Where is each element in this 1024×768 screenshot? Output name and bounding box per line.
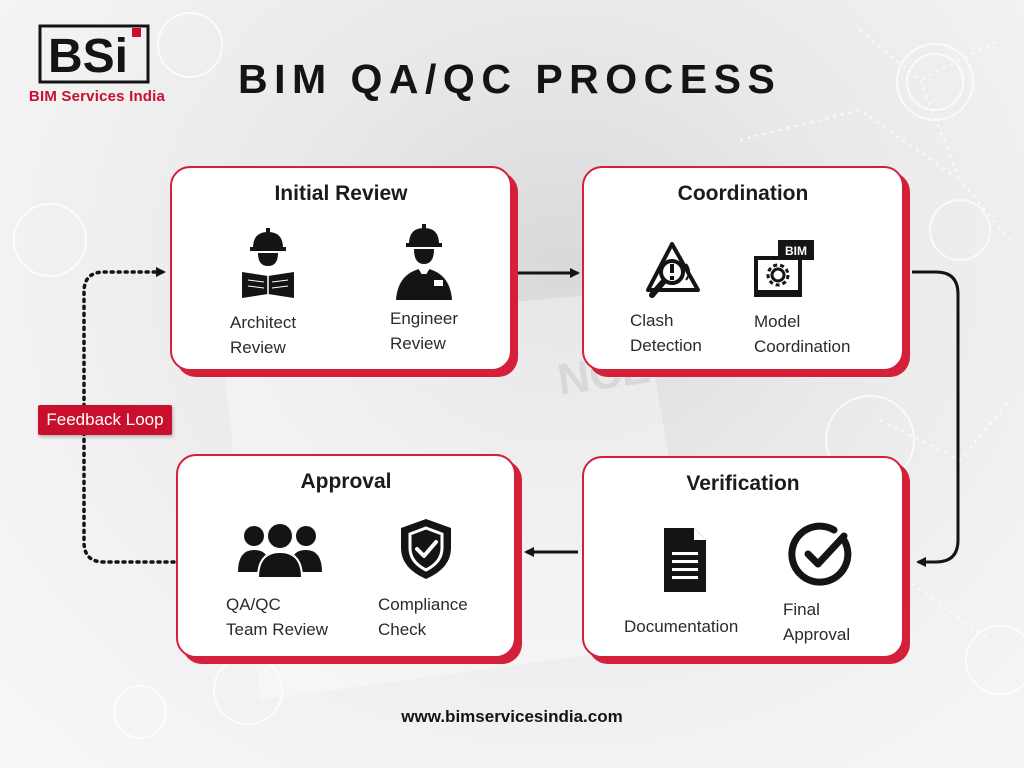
compliance-check-label: Compliance Check [378,595,468,639]
card-initial-review: Initial Review Architect Review Engineer… [170,166,512,371]
architect-icon [242,228,294,298]
card-title: Initial Review [274,182,408,205]
card-title: Approval [300,470,392,493]
footer-website-link[interactable]: www.bimservicesindia.com [401,707,623,726]
card-verification: Verification Documentation Final Approva… [582,456,904,658]
bsi-logo-icon: BSi [38,24,150,84]
clash-detection-label: Clash Detection [630,311,702,355]
model-coordination-label: Model Coordination [754,312,851,356]
logo-subtitle: BIM Services India [28,88,166,105]
shield-check-icon [401,519,451,579]
arrow-coordination-to-verification [912,270,960,567]
logo: BSi BIM Services India [22,22,172,112]
engineer-review-label: Engineer Review [390,309,459,353]
engineer-icon [396,224,452,300]
documentation-label: Documentation [624,617,739,636]
card-coordination: Coordination Clash Detection BIM Model C… [582,166,904,371]
architect-review-label: Architect Review [230,313,297,357]
logo-mark: BSi [48,30,128,83]
card-title: Coordination [677,182,809,205]
page-title: BIM QA/QC PROCESS [238,56,782,102]
team-icon [238,522,322,579]
final-approval-label: Final Approval [783,600,851,644]
feedback-loop-label: Feedback Loop [38,405,172,435]
bim-badge: BIM [785,244,807,258]
qa-qc-team-review-label: QA/QC Team Review [226,595,329,639]
card-approval: Approval QA/QC Team Review Compliance Ch… [176,454,516,658]
document-icon [664,528,706,592]
check-circle-icon [788,522,852,586]
card-title: Verification [686,472,800,495]
model-coordination-icon: BIM [754,240,814,297]
clash-detection-icon [646,242,700,298]
